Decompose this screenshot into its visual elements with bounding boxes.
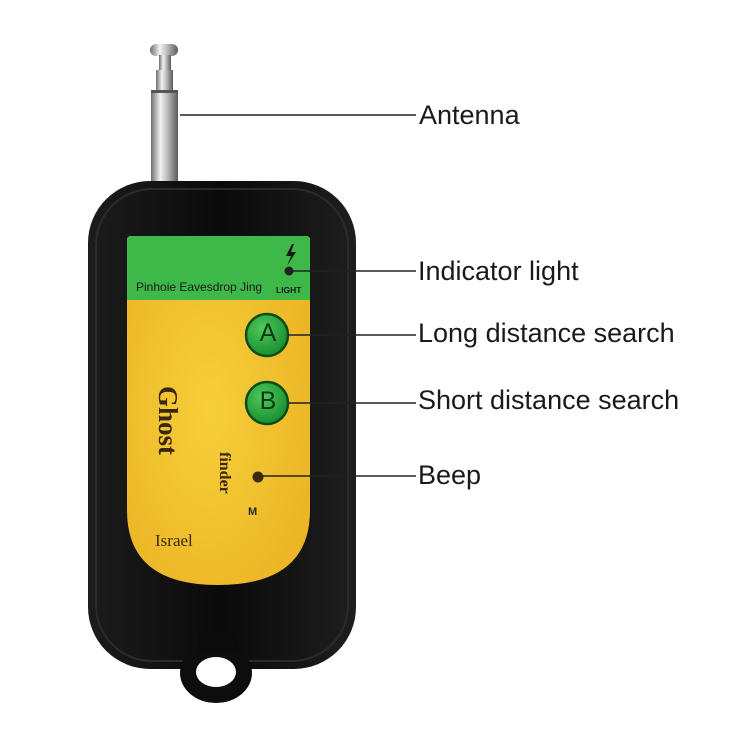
antenna-tip (150, 44, 178, 56)
callout-antenna: Antenna (419, 100, 520, 130)
green-band (127, 236, 310, 300)
lightning-bolt-icon (286, 244, 296, 266)
button-a-label: A (259, 319, 277, 347)
callout-short-distance-search: Short distance search (418, 385, 680, 415)
callout-lines (180, 114, 416, 477)
antenna-segment-2 (156, 70, 173, 92)
mic-label: M (248, 506, 258, 518)
callout-indicator-light: Indicator light (418, 256, 579, 286)
antenna-segment-3 (151, 90, 178, 186)
callout-long-distance-search: Long distance search (418, 318, 675, 348)
button-b-label: B (259, 387, 277, 415)
antenna (150, 44, 178, 186)
brand-word-finder: finder (216, 452, 233, 494)
light-label: LIGHT (276, 285, 302, 295)
band-text: Pinhoie Eavesdrop Jing (136, 280, 263, 294)
indicator-light (284, 266, 294, 276)
beep-hole (252, 471, 264, 483)
maker-label: Israel (155, 531, 193, 550)
antenna-segment-1 (159, 55, 171, 71)
brand-word-ghost: Ghost (153, 386, 183, 456)
callout-beep: Beep (418, 460, 482, 490)
